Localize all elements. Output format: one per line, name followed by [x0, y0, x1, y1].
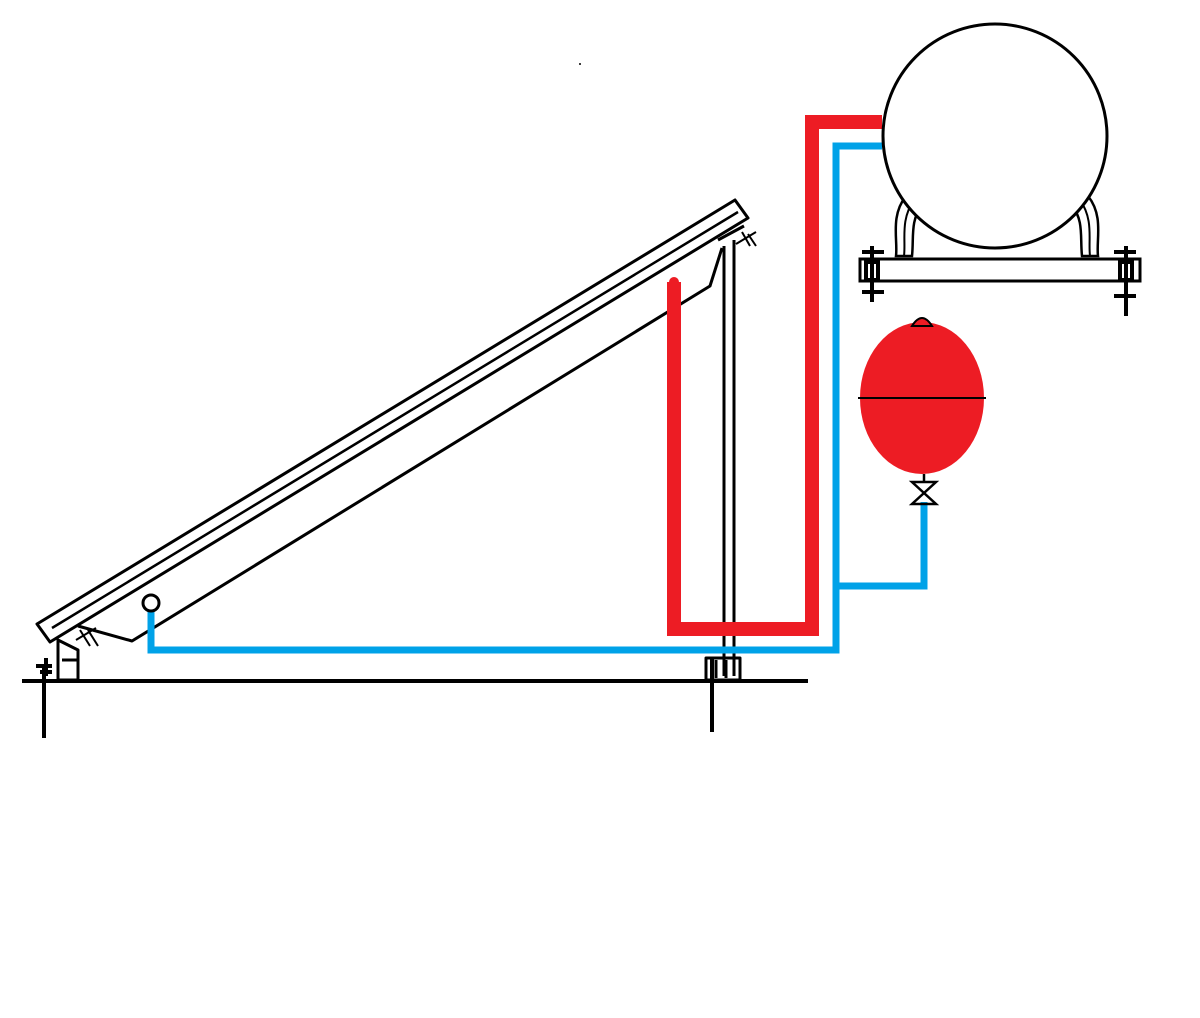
expansion-vessel: [858, 317, 986, 506]
cold-pipe-to-vessel: [836, 502, 928, 590]
shutoff-valve-icon: [908, 474, 940, 506]
hot-outlet-cap: [669, 277, 679, 287]
vessel-cap: [910, 317, 934, 327]
tank-right-support: [1071, 195, 1100, 258]
cold-water-pipe: [141, 142, 928, 654]
solar-collector: [35, 198, 757, 682]
hot-water-pipe: [667, 115, 882, 636]
hot-pipe-main: [667, 115, 882, 636]
tank-body: [881, 22, 1109, 250]
collector-lower-support: [77, 247, 724, 643]
tank-right-bolt-icon: [1114, 246, 1136, 316]
ground: [22, 658, 808, 738]
collector-top-bracket: [717, 224, 745, 242]
stray-dot: [579, 63, 581, 65]
collector-glass-line: [51, 210, 739, 630]
collector-frame: [35, 198, 750, 644]
tank-left-bolt-icon: [862, 246, 884, 302]
front-anchor: [36, 658, 52, 676]
rear-foot: [704, 656, 742, 682]
bottom-bolt-icon: [75, 627, 99, 647]
cold-pipe-main: [147, 142, 882, 654]
storage-tank: [858, 22, 1142, 316]
tank-base-beam: [858, 257, 1142, 283]
top-bolt-icon: [735, 231, 757, 247]
cold-inlet-port: [141, 593, 161, 613]
tank-left-support: [894, 195, 923, 258]
front-foot: [56, 638, 80, 682]
